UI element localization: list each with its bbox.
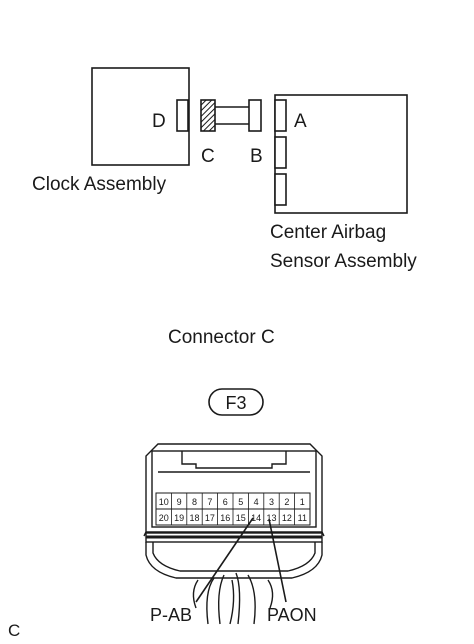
label-clock-assembly: Clock Assembly [32, 174, 167, 195]
pin-number: 17 [205, 513, 215, 523]
pin-number: 2 [284, 497, 289, 507]
pin-number: 10 [159, 497, 169, 507]
pin-number: 4 [254, 497, 259, 507]
pin-number: 5 [238, 497, 243, 507]
pin-number: 7 [207, 497, 212, 507]
pin-number: 9 [177, 497, 182, 507]
clock-assembly-box [91, 67, 190, 166]
pin-number: 19 [174, 513, 184, 523]
leader-lines [195, 517, 287, 603]
pin-number: 16 [220, 513, 230, 523]
pin-number: 20 [159, 513, 169, 523]
pin-number: 3 [269, 497, 274, 507]
pin-number: 15 [236, 513, 246, 523]
pin-number: 6 [223, 497, 228, 507]
pin-number: 11 [298, 513, 307, 523]
label-d: D [152, 111, 166, 132]
label-a: A [294, 111, 307, 132]
center-airbag-sensor-box [274, 94, 408, 214]
label-c: C [201, 146, 215, 167]
connector-code: F3 [225, 393, 246, 413]
pin-number: 12 [282, 513, 292, 523]
connector-c-plug [200, 99, 216, 132]
connector-title: Connector C [168, 327, 275, 348]
harness-line [215, 106, 249, 125]
connector-housing [143, 443, 325, 579]
corner-code: C [8, 621, 20, 640]
label-paon: PAON [267, 605, 317, 625]
pin-number: 13 [266, 513, 276, 523]
label-center-airbag-line1: Center Airbag [270, 222, 386, 243]
pin-number: 14 [251, 513, 261, 523]
pin-number: 18 [189, 513, 199, 523]
pin-number: 8 [192, 497, 197, 507]
pin-number: 1 [300, 497, 305, 507]
connector-b-plug [248, 99, 262, 132]
label-p-ab: P-AB [150, 605, 192, 625]
connector-code-badge: F3 [208, 388, 264, 416]
wire-harness [192, 572, 274, 625]
label-b: B [250, 146, 263, 167]
label-center-airbag-line2: Sensor Assembly [270, 251, 417, 272]
